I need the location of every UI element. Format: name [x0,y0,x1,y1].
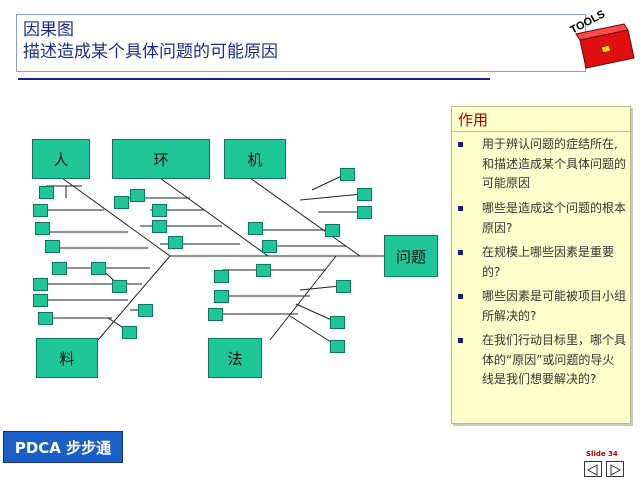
category-machine-box: 机 [224,139,286,179]
title-rule [18,78,490,80]
category-method-box: 法 [208,338,262,378]
cause-box [39,186,54,199]
cause-box [336,280,351,293]
category-environment-box: 环 [112,139,210,179]
bullet-icon [458,142,463,147]
page-title: 因果图 [23,20,74,40]
cause-box [138,304,153,317]
cause-box [114,196,129,209]
page-subtitle: 描述造成某个具体问题的可能原因 [23,42,278,62]
panel-title: 作用 [458,111,489,129]
cause-box [35,222,50,235]
prev-arrow-icon [586,464,598,476]
bullet-icon [458,250,463,255]
cause-box [33,204,48,217]
cause-box [214,290,229,303]
bullet-icon [458,338,463,343]
panel-divider [452,131,630,132]
cause-box [33,294,48,307]
bone-machine [249,177,361,257]
bullet-icon [458,206,463,211]
cause-box [122,326,137,339]
cause-box [357,206,372,219]
cause-box [91,262,106,275]
cause-box [52,262,67,275]
panel-bullet: 在我们行动目标里，哪个具体的“原因”或问题的导火线是我们想要解决的? [458,331,626,390]
problem-head-box: 问题 [384,235,438,277]
panel-bullet: 用于辨认问题的症结所在, 和描述造成某个具体问题的可能原因 [458,135,626,194]
cause-box [214,270,229,283]
cause-box [33,278,48,291]
cause-box [325,224,340,237]
panel-bullet: 哪些因素是可能被项目小组所解决的? [458,287,626,326]
panel-bullet: 哪些是造成这个问题的根本原因? [458,199,626,238]
next-arrow-icon [610,464,622,476]
cause-box [248,222,263,235]
bullet-icon [458,294,463,299]
cause-box [152,204,167,217]
cause-box [330,316,345,329]
cause-box [256,264,271,277]
cause-box [112,280,127,293]
cause-box [152,220,167,233]
prev-slide-button[interactable] [584,461,602,477]
cause-box [340,168,355,181]
cause-box [38,312,53,325]
bone-people [61,177,171,257]
bone-method [269,255,337,341]
cause-box [330,340,345,353]
bone-environment [159,177,269,257]
info-panel: 作用 用于辨认问题的症结所在, 和描述造成某个具体问题的可能原因 哪些是造成这个… [451,106,631,424]
category-material-box: 料 [36,338,98,378]
toolbox-icon: TOOLS [568,8,635,69]
cause-box [357,188,372,201]
cause-box [45,240,60,253]
category-people-box: 人 [32,139,90,179]
cause-box [168,236,183,249]
bone-material [97,255,171,341]
panel-bullet: 在规模上哪些因素是重要的? [458,243,626,282]
pdca-badge: PDCA 步步通 [3,431,123,463]
title-box: 因果图 描述造成某个具体问题的可能原因 [16,14,586,72]
cause-box [130,189,145,202]
cause-box [208,308,223,321]
slide-number: Slide 34 [586,450,618,458]
next-slide-button[interactable] [606,461,624,477]
cause-box [262,240,277,253]
